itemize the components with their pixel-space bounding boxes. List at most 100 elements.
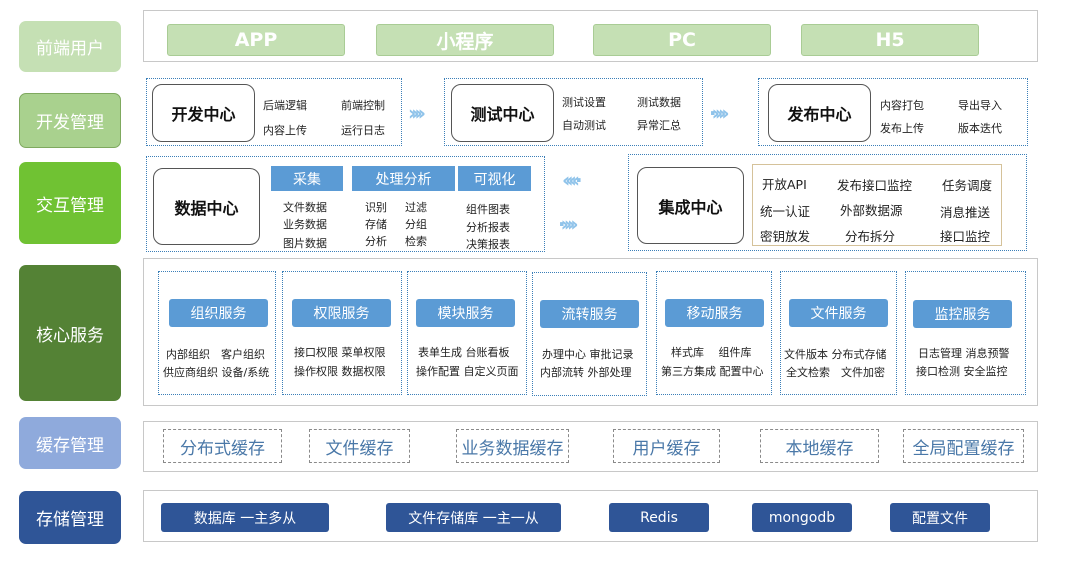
service-line: 文件版本 分布式存储 [784, 348, 887, 361]
collect-item: 图片数据 [283, 237, 327, 250]
publish-item: 内容打包 [880, 99, 924, 112]
right-arrows-icon: ›››› [408, 101, 426, 125]
row-label-interact: 交互管理 [19, 162, 121, 244]
cache-item: 本地缓存 [760, 429, 879, 463]
service-title: 流转服务 [540, 300, 639, 328]
test-item: 测试设置 [562, 96, 606, 109]
service-line: 供应商组织 设备/系统 [163, 366, 270, 379]
frontend-app: APP [167, 24, 345, 56]
test-center-frame [444, 78, 703, 146]
integration-center-frame [628, 154, 1027, 251]
service-box [532, 272, 647, 396]
frontend-pc: PC [593, 24, 771, 56]
storage-item: Redis [609, 503, 709, 532]
cache-item: 分布式缓存 [163, 429, 282, 463]
publish-item: 发布上传 [880, 122, 924, 135]
publish-center-frame [758, 78, 1028, 146]
integration-item: 分布拆分 [845, 229, 896, 244]
test-center-title: 测试中心 [451, 84, 554, 142]
integration-item: 接口监控 [940, 229, 991, 244]
process-item: 分组 [405, 218, 427, 231]
process-item: 存储 [365, 218, 387, 231]
dev-center-title: 开发中心 [152, 84, 255, 142]
dev-item: 前端控制 [341, 99, 385, 112]
storage-item: 配置文件 [890, 503, 990, 532]
storage-item: 数据库 一主多从 [161, 503, 329, 532]
left-arrows-icon: ‹‹‹‹· [562, 168, 582, 192]
integration-items-box [752, 164, 1002, 246]
visual-item: 分析报表 [466, 221, 510, 234]
service-title: 模块服务 [416, 299, 515, 327]
process-tag: 处理分析 [352, 166, 455, 191]
test-item: 测试数据 [637, 96, 681, 109]
integration-item: 任务调度 [942, 178, 993, 193]
service-box [780, 271, 897, 395]
service-title: 权限服务 [292, 299, 391, 327]
test-item: 自动测试 [562, 119, 606, 132]
publish-center-title: 发布中心 [768, 84, 871, 142]
integration-center-title: 集成中心 [637, 167, 744, 244]
service-line: 接口权限 菜单权限 [294, 346, 386, 359]
cache-item: 用户缓存 [613, 429, 720, 463]
service-line: 接口检测 安全监控 [916, 365, 1008, 378]
right-arrows-icon: ·›››› [558, 212, 578, 236]
frontend-h5: H5 [801, 24, 979, 56]
service-line: 办理中心 审批记录 [542, 348, 634, 361]
service-box [407, 271, 527, 395]
right-arrows-icon: ·›››› [709, 101, 729, 125]
service-title: 文件服务 [789, 299, 888, 327]
test-item: 异常汇总 [637, 119, 681, 132]
cache-frame [143, 421, 1038, 472]
service-line: 全文检索 文件加密 [786, 366, 885, 379]
service-line: 日志管理 消息预警 [918, 347, 1010, 360]
visual-item: 决策报表 [466, 238, 510, 251]
service-line: 第三方集成 配置中心 [661, 365, 764, 378]
service-box [282, 271, 402, 395]
row-label-frontend: 前端用户 [19, 21, 121, 72]
service-title: 组织服务 [169, 299, 268, 327]
process-item: 检索 [405, 235, 427, 248]
storage-item: 文件存储库 一主一从 [386, 503, 561, 532]
service-line: 操作配置 自定义页面 [416, 365, 519, 378]
row-label-storage: 存储管理 [19, 491, 121, 544]
integration-item: 统一认证 [760, 204, 811, 219]
dev-item: 运行日志 [341, 124, 385, 137]
row-label-cache: 缓存管理 [19, 417, 121, 469]
integration-item: 外部数据源 [840, 203, 903, 218]
frontend-miniprogram: 小程序 [376, 24, 554, 56]
integration-item: 发布接口监控 [837, 178, 913, 193]
process-item: 过滤 [405, 201, 427, 214]
service-line: 样式库 组件库 [671, 346, 752, 359]
service-line: 内部组织 客户组织 [166, 348, 265, 361]
row-label-dev: 开发管理 [19, 93, 121, 148]
collect-item: 业务数据 [283, 218, 327, 231]
integration-item: 密钥放发 [760, 229, 811, 244]
data-center-title: 数据中心 [153, 168, 260, 245]
row-label-core: 核心服务 [19, 265, 121, 401]
visual-tag: 可视化 [458, 166, 531, 191]
data-center-frame [146, 156, 545, 252]
core-frame [143, 258, 1038, 406]
service-box [656, 271, 772, 395]
process-item: 识别 [365, 201, 387, 214]
service-box [905, 271, 1026, 395]
cache-item: 文件缓存 [309, 429, 410, 463]
dev-item: 后端逻辑 [263, 99, 307, 112]
collect-item: 文件数据 [283, 201, 327, 214]
cache-item: 业务数据缓存 [456, 429, 569, 463]
service-title: 监控服务 [913, 300, 1012, 328]
service-line: 操作权限 数据权限 [294, 365, 386, 378]
storage-item: mongodb [752, 503, 852, 532]
service-box [158, 271, 276, 395]
service-title: 移动服务 [665, 299, 764, 327]
service-line: 表单生成 台账看板 [418, 346, 510, 359]
dev-center-frame [146, 78, 402, 146]
cache-item: 全局配置缓存 [903, 429, 1024, 463]
publish-item: 版本迭代 [958, 122, 1002, 135]
collect-tag: 采集 [271, 166, 343, 191]
dev-item: 内容上传 [263, 124, 307, 137]
visual-item: 组件图表 [466, 203, 510, 216]
integration-item: 消息推送 [940, 205, 991, 220]
integration-item: 开放API [762, 177, 807, 192]
process-item: 分析 [365, 235, 387, 248]
